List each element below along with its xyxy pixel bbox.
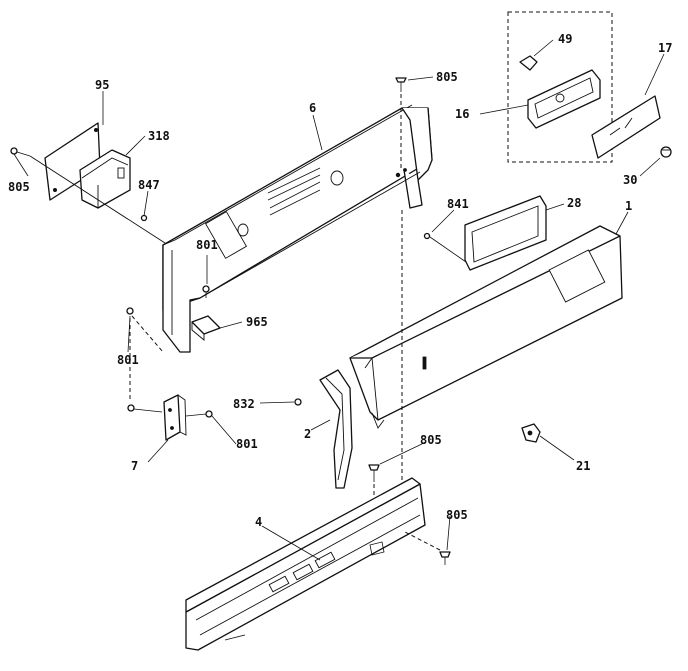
assembly-line-95 bbox=[29, 155, 166, 244]
label-7: 7 bbox=[131, 459, 138, 473]
screw-805-center bbox=[368, 464, 380, 482]
label-805-top: 805 bbox=[436, 70, 458, 84]
clip-21 bbox=[521, 423, 541, 443]
screw-801-center bbox=[202, 285, 210, 298]
bottom-panel-4 bbox=[185, 477, 426, 651]
label-801-right: 801 bbox=[236, 437, 258, 451]
assembly-line-801 bbox=[129, 315, 164, 402]
label-30: 30 bbox=[623, 173, 637, 187]
screw-801-upper-left bbox=[126, 307, 134, 315]
label-841: 841 bbox=[447, 197, 469, 211]
label-2: 2 bbox=[304, 427, 311, 441]
label-805-lower-right: 805 bbox=[446, 508, 468, 522]
screw-805-top bbox=[395, 77, 407, 92]
switch-plate-95 bbox=[44, 122, 131, 209]
bracket-965 bbox=[191, 315, 221, 341]
label-1: 1 bbox=[625, 199, 632, 213]
screw-801-lower-left bbox=[127, 404, 163, 413]
control-panel-1 bbox=[349, 225, 623, 429]
label-847: 847 bbox=[138, 178, 160, 192]
lamp-assembly-16 bbox=[527, 69, 601, 129]
label-17: 17 bbox=[658, 41, 672, 55]
screw-847 bbox=[140, 214, 148, 222]
label-801-upper-left: 801 bbox=[117, 353, 139, 367]
kit-box-16 bbox=[507, 11, 613, 163]
knob-30 bbox=[660, 146, 672, 158]
screw-801-right bbox=[185, 410, 213, 418]
part-labels: 95 318 805 847 6 805 49 16 17 30 841 28 … bbox=[8, 32, 672, 529]
lens-17 bbox=[591, 95, 661, 159]
label-4: 4 bbox=[255, 515, 262, 529]
screw-841 bbox=[423, 232, 467, 263]
label-801-center: 801 bbox=[196, 238, 218, 252]
label-805-center: 805 bbox=[420, 433, 442, 447]
label-21: 21 bbox=[576, 459, 590, 473]
label-965: 965 bbox=[246, 315, 268, 329]
trim-frame-28 bbox=[464, 195, 547, 271]
label-16: 16 bbox=[455, 107, 469, 121]
bulb-49 bbox=[519, 55, 538, 71]
label-318: 318 bbox=[148, 129, 170, 143]
bracket-7 bbox=[163, 394, 187, 441]
label-832: 832 bbox=[233, 397, 255, 411]
label-28: 28 bbox=[567, 196, 581, 210]
end-trim-2 bbox=[319, 369, 353, 489]
label-95: 95 bbox=[95, 78, 109, 92]
control-panel-6 bbox=[162, 104, 433, 353]
screw-832 bbox=[294, 398, 302, 406]
screw-805-lower-right bbox=[439, 551, 451, 565]
label-805-left: 805 bbox=[8, 180, 30, 194]
leader-lines bbox=[13, 39, 665, 561]
assembly-line-805-lower-right bbox=[404, 531, 441, 551]
screw-805-left bbox=[10, 147, 31, 157]
label-49: 49 bbox=[558, 32, 572, 46]
label-6: 6 bbox=[309, 101, 316, 115]
